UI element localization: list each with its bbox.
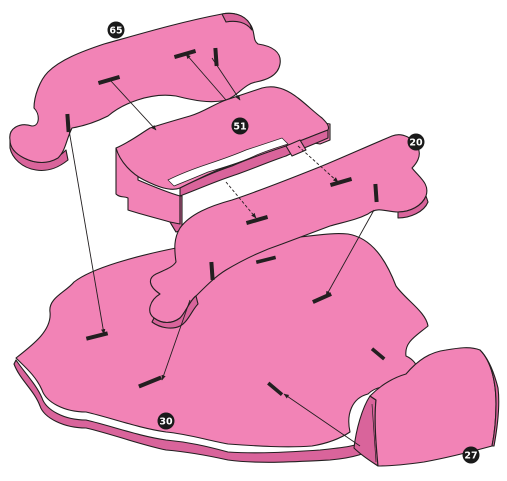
- part-label-27: 27: [464, 451, 477, 462]
- part-27-right-side: [479, 349, 500, 447]
- part-badge-30: 30: [157, 412, 175, 430]
- arrow: [297, 145, 339, 183]
- arrow: [185, 53, 227, 101]
- part-badge-51: 51: [231, 117, 249, 135]
- slot: [329, 177, 353, 187]
- part-51-cutout: [167, 137, 289, 187]
- arrow: [211, 57, 241, 101]
- part-51-box: [115, 86, 331, 233]
- part-27-stand: [353, 347, 500, 467]
- part-27-inner-line: [371, 403, 377, 463]
- slot: [370, 347, 386, 361]
- assembly-arrows: [68, 53, 375, 447]
- slot: [138, 375, 162, 389]
- part-65-face: [9, 12, 281, 164]
- part-badge-20: 20: [407, 133, 425, 151]
- part-20-right-edge: [397, 195, 429, 219]
- arrow: [68, 129, 106, 335]
- part-badge-27: 27: [462, 446, 480, 464]
- slot: [209, 261, 215, 281]
- arrow: [161, 299, 191, 381]
- slot: [65, 113, 71, 133]
- part-65-top-edge: [221, 12, 253, 31]
- part-20-edge: [151, 295, 199, 329]
- slot: [255, 255, 277, 264]
- part-65-panel: [9, 12, 281, 172]
- part-label-65: 65: [109, 26, 122, 37]
- slot: [267, 381, 284, 397]
- part-badge-65: 65: [107, 21, 125, 39]
- slot: [245, 215, 269, 225]
- part-label-30: 30: [159, 417, 173, 428]
- slot: [97, 75, 121, 85]
- arrow: [109, 79, 157, 131]
- part-51-left-wall-edge: [169, 195, 183, 233]
- arrow: [325, 209, 375, 297]
- arrow: [283, 393, 361, 447]
- arrow: [225, 181, 257, 219]
- part-30-base: [13, 233, 429, 463]
- part-51-tab: [285, 139, 307, 157]
- part-20-panel: [149, 134, 429, 329]
- part-label-51: 51: [233, 122, 246, 133]
- slot: [373, 183, 379, 203]
- part-label-20: 20: [409, 138, 423, 149]
- part-30-face: [15, 233, 429, 448]
- slot: [173, 49, 197, 59]
